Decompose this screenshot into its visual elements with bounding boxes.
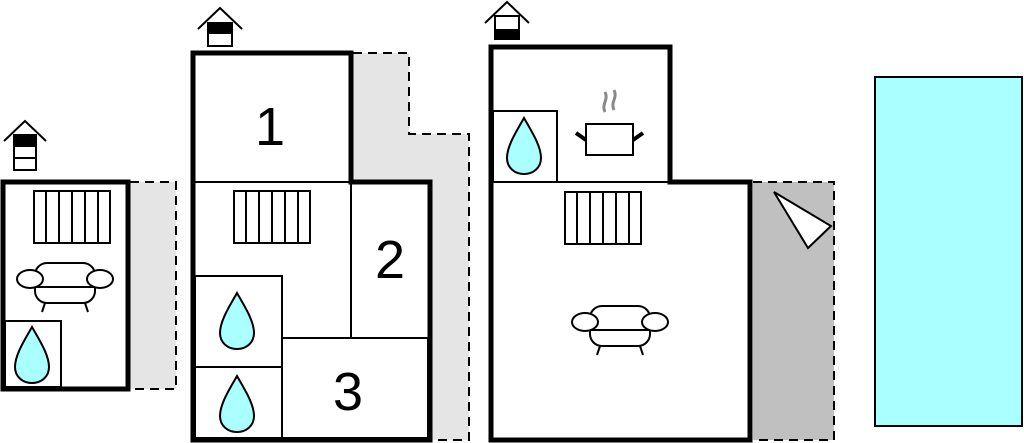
radiator-icon [233, 190, 311, 244]
radiator-icon [33, 190, 111, 244]
floor-level-icon [3, 119, 47, 171]
building-right [484, 0, 835, 443]
room-label-3: 3 [333, 362, 363, 422]
bathroom [492, 110, 558, 183]
room-label-1: 1 [255, 97, 285, 157]
cooking-pot-icon [574, 89, 645, 156]
water-drop-icon [219, 292, 255, 350]
sofa-icon [571, 305, 669, 356]
room-label-2: 2 [375, 230, 405, 290]
room-living [0, 179, 131, 392]
building-left [0, 119, 177, 392]
water-drop-icon [506, 117, 542, 175]
radiator-icon [564, 191, 642, 245]
terrace-outline [353, 52, 470, 441]
room-3 [281, 337, 429, 439]
terrace-outline [753, 181, 835, 441]
compass-icon [773, 191, 833, 250]
floor-level-icon [484, 0, 530, 40]
terrace [353, 53, 469, 440]
pool [874, 76, 1023, 427]
bathroom [4, 320, 62, 388]
sofa-icon [16, 262, 114, 313]
building-outline [190, 50, 433, 443]
water-drop-icon [14, 326, 50, 384]
building-outline [488, 44, 753, 443]
floor-level-icon [197, 6, 243, 47]
terrace [130, 182, 176, 389]
water-drop-icon [219, 375, 255, 433]
terrace-outline [130, 181, 177, 390]
building-middle: 1 2 3 [190, 6, 470, 443]
